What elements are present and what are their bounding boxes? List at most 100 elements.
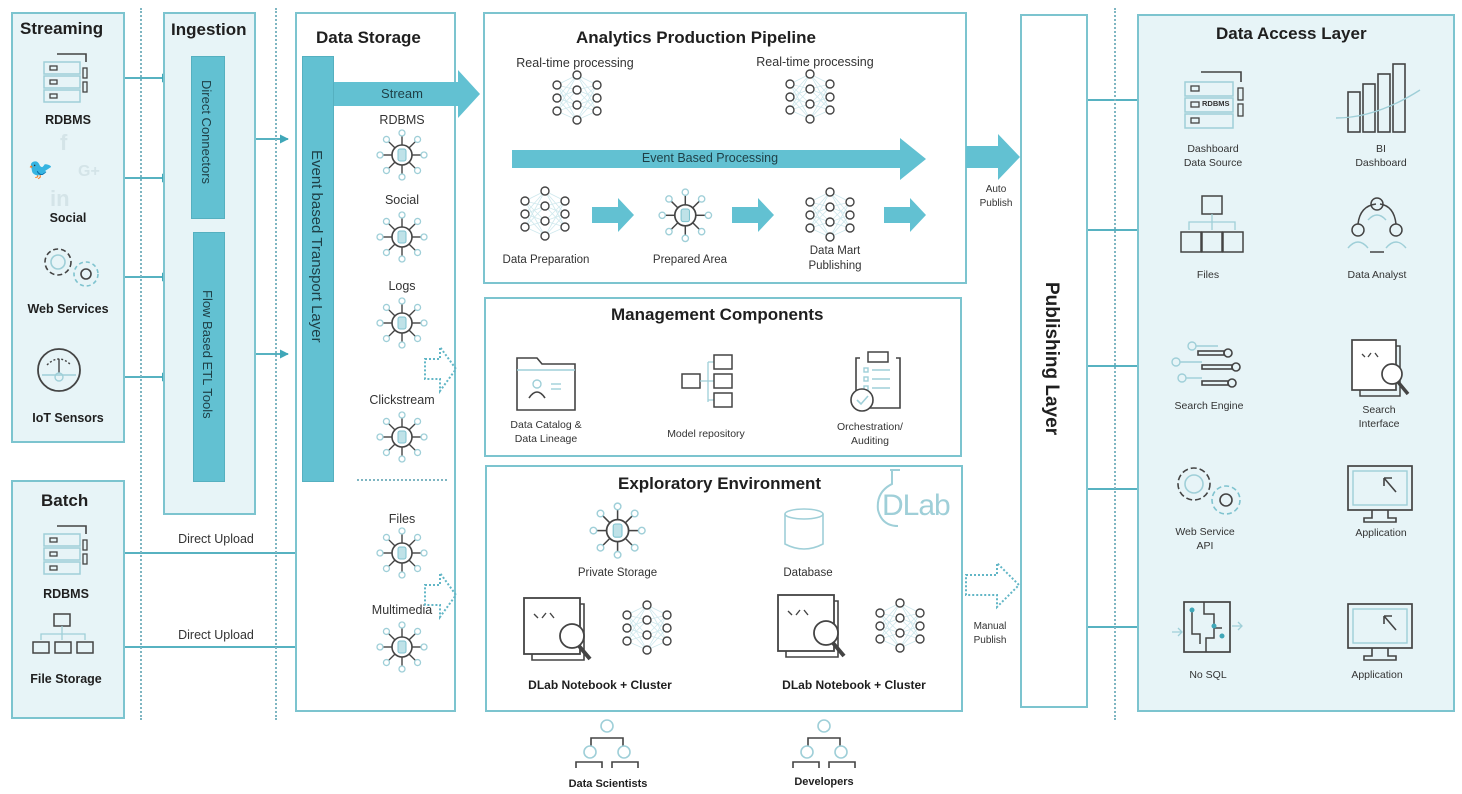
cluster-net-icon <box>875 598 925 653</box>
ingestion-title: Ingestion <box>171 20 247 39</box>
notebook-cluster-label-2: DLab Notebook + Cluster <box>782 678 926 692</box>
web-service-api-icon <box>1177 467 1241 515</box>
application-label-2: Application <box>1351 669 1403 681</box>
flow-arrow <box>732 198 774 232</box>
storage-node-clickstream-icon <box>376 411 428 463</box>
step-data-preparation: Data Preparation <box>502 254 590 266</box>
management-title: Management Components <box>611 305 824 324</box>
manual-publish-arrow <box>965 560 1021 610</box>
batch-file-storage-label: File Storage <box>30 672 102 686</box>
model-repository-icon <box>681 354 733 408</box>
realtime-label-1: Real-time processing <box>516 56 634 70</box>
realtime-processing-net-icon <box>785 69 835 124</box>
streaming-social-label: Social <box>49 211 87 225</box>
data-storage-title: Data Storage <box>316 28 421 47</box>
web-service-api-label: Web Service API <box>1175 526 1235 552</box>
batch-title: Batch <box>41 491 89 510</box>
svg-text:in: in <box>50 186 70 211</box>
dlab-logo <box>876 469 900 527</box>
storage-node-files-icon <box>376 527 428 579</box>
direct-connectors-bar <box>191 56 225 219</box>
direct-upload-label-1: Direct Upload <box>178 532 254 546</box>
stream-arrow <box>334 70 480 118</box>
orchestration-label: Orchestration/ Auditing <box>837 421 903 447</box>
developers-icon <box>792 719 856 768</box>
dashboard-data-source-label: Dashboard Data Source <box>1183 143 1243 169</box>
manual-publish-label: Manual Publish <box>973 621 1007 646</box>
realtime-processing-net-icon <box>552 70 602 125</box>
flow-arrow <box>592 198 634 232</box>
search-engine-icon <box>1171 341 1241 388</box>
cluster-net-icon <box>622 600 672 655</box>
notebook-search-icon <box>777 594 846 658</box>
batch-panel <box>11 480 125 719</box>
stream-label: Stream <box>381 86 423 101</box>
data-analyst-icon <box>1347 197 1407 253</box>
data-scientists-icon <box>575 719 639 768</box>
auto-publish-arrow <box>966 134 1020 180</box>
notebook-search-icon <box>523 597 592 661</box>
svg-text:f: f <box>60 130 68 155</box>
private-storage-hub-icon <box>589 502 647 560</box>
bi-dashboard-label: BI Dashboard <box>1355 143 1407 169</box>
storage-node-rdbms-icon <box>376 129 428 181</box>
dashboard-rdbms-tag: RDBMS <box>1202 99 1230 108</box>
pipeline-panel <box>483 12 967 284</box>
gears-icon <box>44 248 99 287</box>
publishing-layer-panel <box>1020 14 1088 708</box>
developers-label: Developers <box>794 776 854 788</box>
step-prepared-area: Prepared Area <box>652 254 728 266</box>
data-access-panel <box>1137 14 1455 712</box>
prepared-area-hub-icon <box>658 188 712 242</box>
separator-3 <box>1114 8 1116 720</box>
model-repository-label: Model repository <box>667 428 745 440</box>
etl-tools-label: Flow Based ETL Tools <box>200 290 215 419</box>
pipeline-title: Analytics Production Pipeline <box>576 28 816 47</box>
direct-upload-label-2: Direct Upload <box>178 628 254 642</box>
dashboard-data-source-icon <box>1184 71 1244 129</box>
storage-item-logs-label: Logs <box>388 279 416 293</box>
streaming-rdbms-label: RDBMS <box>45 113 91 127</box>
management-panel <box>484 297 962 457</box>
files-hierarchy-icon <box>1180 195 1244 253</box>
nosql-icon <box>1172 601 1243 653</box>
search-interface-icon <box>1351 339 1410 397</box>
batch-rdbms-label: RDBMS <box>43 587 89 601</box>
step-data-mart: Data Mart Publishing <box>808 245 862 272</box>
streaming-iot-label: IoT Sensors <box>32 411 104 425</box>
data-analyst-label: Data Analyst <box>1347 269 1407 281</box>
data-mart-net-icon <box>805 187 855 242</box>
storage-node-social-icon <box>376 211 428 263</box>
svg-text:🐦: 🐦 <box>28 159 53 181</box>
database-label: Database <box>783 567 833 579</box>
streaming-web-services-label: Web Services <box>27 302 109 316</box>
direct-connectors-label: Direct Connectors <box>199 80 214 185</box>
data-access-title: Data Access Layer <box>1216 24 1367 43</box>
streaming-title: Streaming <box>20 19 104 38</box>
private-storage-label: Private Storage <box>577 567 658 579</box>
application-monitor-icon <box>1347 603 1413 661</box>
etl-tools-bar <box>193 232 225 482</box>
social-media-icon: f 🐦 G+ in <box>28 130 100 211</box>
publishing-layer-label: Publishing Layer <box>1041 282 1062 436</box>
svg-text:G+: G+ <box>78 163 100 180</box>
search-engine-label: Search Engine <box>1174 400 1244 412</box>
application-monitor-icon <box>1347 465 1413 523</box>
gauge-icon <box>37 348 81 392</box>
separator-1 <box>140 8 142 720</box>
transport-layer-bar <box>302 56 334 482</box>
exploratory-title: Exploratory Environment <box>618 474 822 493</box>
storage-item-files-label: Files <box>388 512 416 526</box>
storage-item-rdbms-label: RDBMS <box>379 113 425 127</box>
storage-item-multimedia-label: Multimedia <box>371 603 433 617</box>
dotted-flow-arrow <box>424 343 458 395</box>
storage-divider <box>357 479 447 481</box>
server-rack-icon <box>43 525 88 575</box>
exploratory-panel <box>485 465 963 712</box>
notebook-cluster-label-1: DLab Notebook + Cluster <box>528 678 672 692</box>
nosql-label: No SQL <box>1189 669 1227 681</box>
transport-layer-label: Event based Transport Layer <box>308 150 325 343</box>
database-icon <box>784 508 824 550</box>
storage-node-multimedia-icon <box>376 621 428 673</box>
files-label: Files <box>1196 269 1220 281</box>
